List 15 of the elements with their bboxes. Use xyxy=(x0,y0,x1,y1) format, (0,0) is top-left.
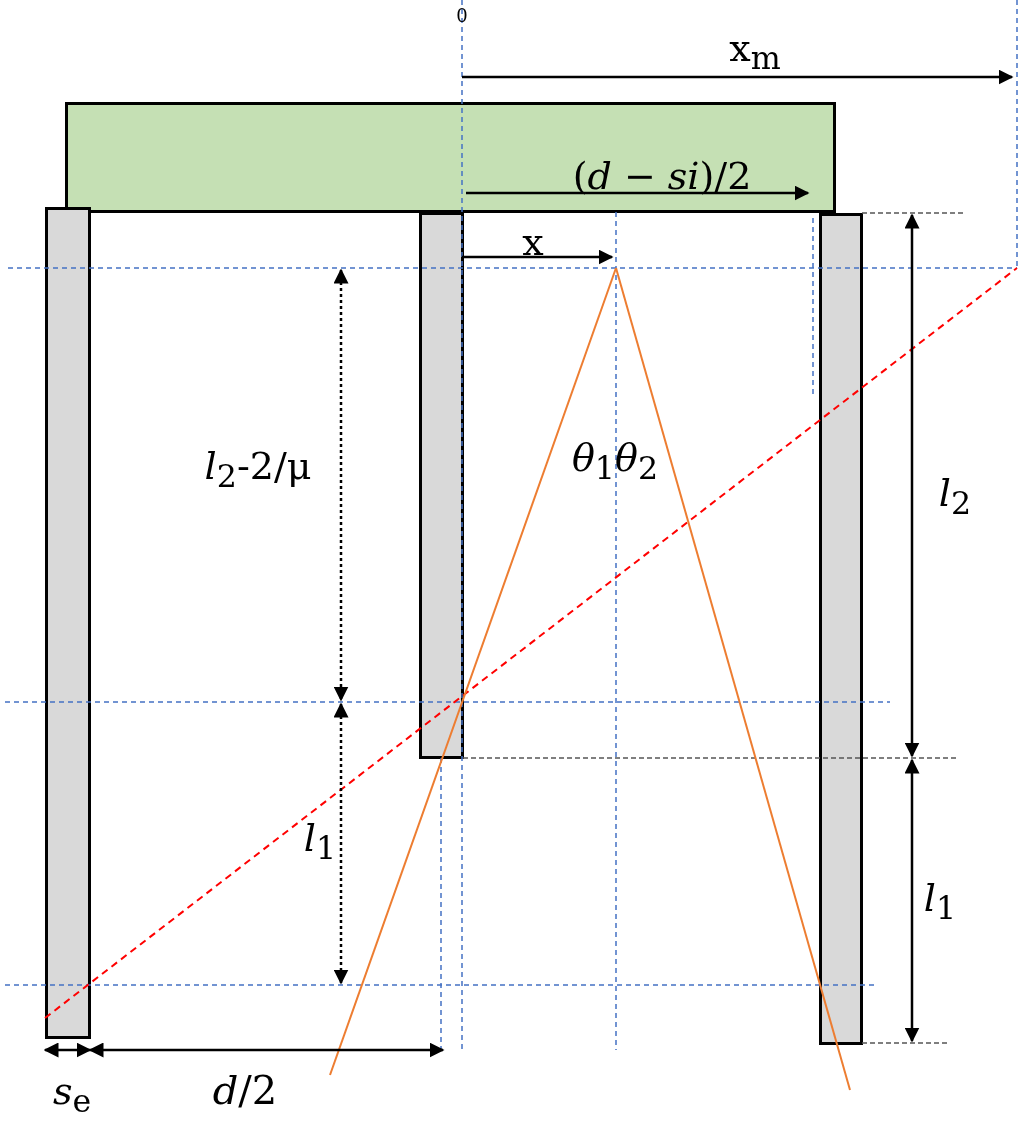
vertical-plate xyxy=(819,213,863,1045)
dimension-label: l$_{1}$ xyxy=(923,878,957,926)
dimension-label: d/2 xyxy=(212,1070,278,1110)
axis-origin-label: 0 xyxy=(456,7,468,25)
dimension-label: x xyxy=(522,223,544,261)
dimension-label: s$_{e}$ xyxy=(52,1071,92,1119)
dimension-label: (d − si)/2 xyxy=(572,157,752,195)
dimension-label: l$_{2}$ xyxy=(938,473,972,521)
vertical-plate xyxy=(419,212,464,759)
dimension-label: l$_{2}$-2/μ xyxy=(204,446,312,494)
angle-label: θ$_{1}$θ$_{2}$ xyxy=(571,438,659,486)
vertical-plate xyxy=(45,207,91,1039)
top-plate xyxy=(65,102,836,213)
dimension-label: l$_{1}$ xyxy=(303,818,337,866)
dimension-label: x$_{m}$ xyxy=(729,28,781,76)
